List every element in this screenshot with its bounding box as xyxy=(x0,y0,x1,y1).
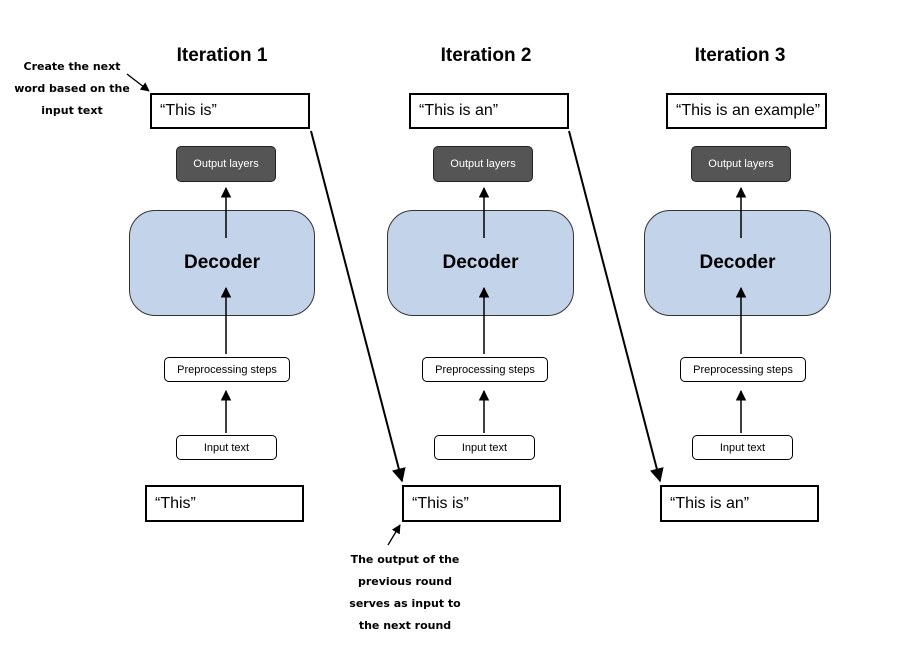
annotation-bottom-line-3: serves as input to xyxy=(349,597,461,610)
iteration-1-output-layers: Output layers xyxy=(176,146,276,182)
iteration-2-output-layers: Output layers xyxy=(433,146,533,182)
iteration-2-preprocessing-steps: Preprocessing steps xyxy=(422,357,548,382)
iteration-3-input-box: “This is an” xyxy=(660,485,819,522)
iteration-1-input-box: “This” xyxy=(145,485,304,522)
iteration-3-output-box: “This is an example” xyxy=(666,93,827,129)
iteration-1-input-text-box: Input text xyxy=(176,435,277,460)
iteration-2-output-box: “This is an” xyxy=(409,93,569,129)
iteration-3-title: Iteration 3 xyxy=(694,45,786,66)
iteration-3-output-layers: Output layers xyxy=(691,146,791,182)
iteration-1-decoder: Decoder xyxy=(129,210,315,316)
annotation-bottom: The output of the previous round serves … xyxy=(330,549,480,637)
iteration-2-decoder: Decoder xyxy=(387,210,574,316)
annotation-bottom-line-1: The output of the xyxy=(350,553,460,566)
iteration-3-input-text-box: Input text xyxy=(692,435,793,460)
iteration-2-input-text-box: Input text xyxy=(434,435,535,460)
annotation-bottom-line-4: the next round xyxy=(358,619,452,632)
annotation-bottom-pointer xyxy=(387,524,401,546)
annotation-top-left-line-2: word based on the xyxy=(14,82,130,95)
iteration-1-output-box: “This is” xyxy=(150,93,310,129)
iteration-3-decoder: Decoder xyxy=(644,210,831,316)
iteration-2-input-box: “This is” xyxy=(402,485,561,522)
iteration-3-preprocessing-steps: Preprocessing steps xyxy=(680,357,806,382)
iteration-1-title: Iteration 1 xyxy=(176,45,268,66)
annotation-top-left-line-1: Create the next xyxy=(23,60,121,73)
carry-arrow-iteration-2-to-3 xyxy=(568,130,664,483)
carry-arrow-iteration-1-to-2 xyxy=(310,130,406,483)
annotation-top-left-line-3: input text xyxy=(41,104,103,117)
annotation-bottom-line-2: previous round xyxy=(358,575,452,588)
iteration-2-title: Iteration 2 xyxy=(440,45,532,66)
iteration-1-preprocessing-steps: Preprocessing steps xyxy=(164,357,290,382)
annotation-top-left: Create the next word based on the input … xyxy=(8,56,136,122)
